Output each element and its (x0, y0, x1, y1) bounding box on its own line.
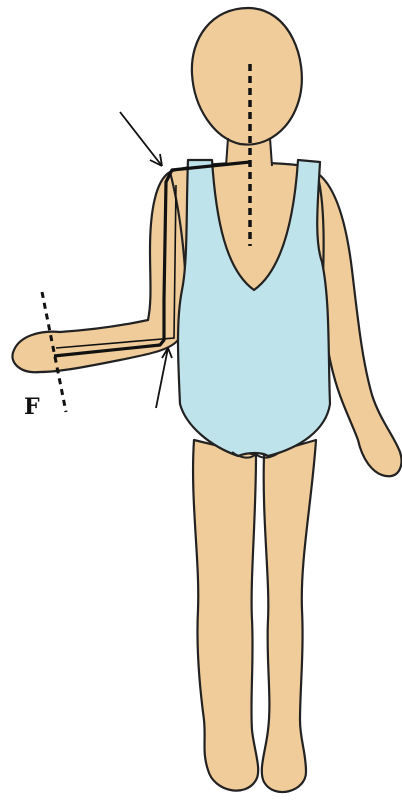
left-leg (193, 440, 258, 791)
right-leg (262, 440, 316, 792)
head (192, 8, 302, 145)
shoulder-arrow (120, 112, 162, 166)
elbow-arrow (156, 348, 172, 408)
figure-label: F (24, 394, 40, 420)
